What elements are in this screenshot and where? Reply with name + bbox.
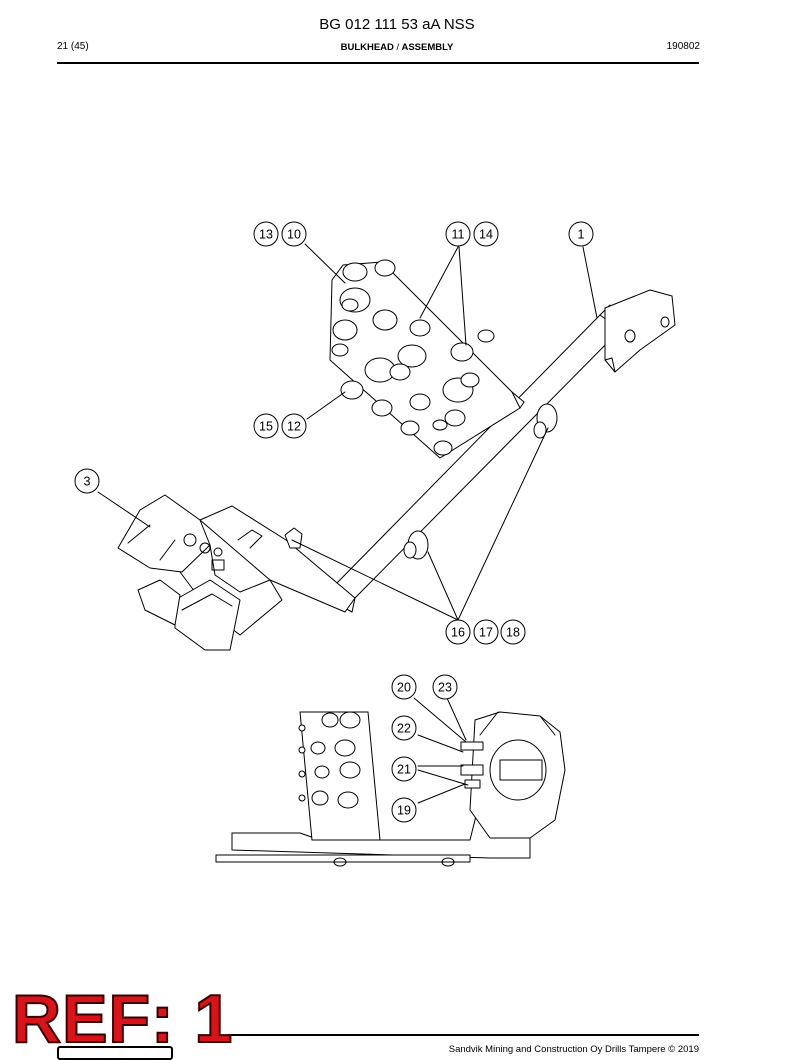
copyright-text: Sandvik Mining and Construction Oy Drill… bbox=[448, 1044, 699, 1055]
brand-logo-strip bbox=[57, 1046, 173, 1060]
section-primary: BULKHEAD bbox=[340, 42, 394, 53]
svg-text:3: 3 bbox=[84, 475, 91, 489]
header-rule bbox=[57, 62, 699, 64]
callout-1: 1 bbox=[568, 221, 594, 247]
svg-text:20: 20 bbox=[397, 681, 411, 695]
section-heading: BULKHEAD / ASSEMBLY bbox=[0, 42, 794, 53]
svg-text:15: 15 bbox=[259, 420, 273, 434]
leader-lines bbox=[97, 243, 598, 804]
callout-3: 3 bbox=[74, 468, 100, 494]
callout-17: 17 bbox=[473, 619, 499, 645]
callout-21: 21 bbox=[391, 756, 417, 782]
callout-13: 13 bbox=[253, 221, 279, 247]
section-separator: / bbox=[396, 42, 400, 53]
svg-text:16: 16 bbox=[451, 626, 465, 640]
bulkhead-fittings bbox=[331, 259, 495, 456]
callout-11: 11 bbox=[445, 221, 471, 247]
svg-text:12: 12 bbox=[287, 420, 301, 434]
document-date: 190802 bbox=[666, 41, 700, 52]
svg-text:14: 14 bbox=[479, 228, 493, 242]
svg-text:19: 19 bbox=[397, 804, 411, 818]
callout-20: 20 bbox=[391, 674, 417, 700]
svg-text:21: 21 bbox=[397, 763, 411, 777]
svg-text:22: 22 bbox=[397, 722, 411, 736]
callout-19: 19 bbox=[391, 797, 417, 823]
svg-text:17: 17 bbox=[479, 626, 493, 640]
callout-12: 12 bbox=[281, 413, 307, 439]
footer-rule bbox=[228, 1034, 699, 1036]
callout-14: 14 bbox=[473, 221, 499, 247]
svg-text:13: 13 bbox=[259, 228, 273, 242]
svg-text:10: 10 bbox=[287, 228, 301, 242]
svg-text:11: 11 bbox=[452, 228, 465, 242]
lower-view bbox=[215, 711, 566, 867]
svg-text:23: 23 bbox=[438, 681, 452, 695]
svg-text:18: 18 bbox=[506, 626, 520, 640]
callout-16: 16 bbox=[445, 619, 471, 645]
callout-10: 10 bbox=[281, 221, 307, 247]
callout-15: 15 bbox=[253, 413, 279, 439]
callouts: 13 10 11 14 1 15 12 3 16 17 18 20 23 22 … bbox=[74, 221, 594, 823]
upper-view bbox=[117, 259, 676, 651]
section-secondary: ASSEMBLY bbox=[401, 42, 454, 53]
callout-18: 18 bbox=[500, 619, 526, 645]
document-title: BG 012 111 53 aA NSS bbox=[319, 16, 475, 33]
callout-23: 23 bbox=[432, 674, 458, 700]
svg-text:1: 1 bbox=[578, 228, 585, 242]
ref-stamp: REF: 1 bbox=[11, 981, 234, 1057]
page-number: 21 (45) bbox=[57, 41, 89, 52]
callout-22: 22 bbox=[391, 715, 417, 741]
